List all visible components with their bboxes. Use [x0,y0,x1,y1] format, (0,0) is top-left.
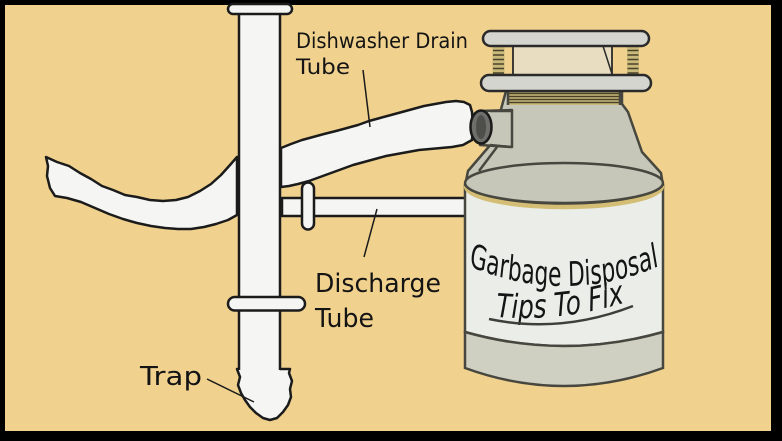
standpipe-top-flange [226,2,294,16]
label-discharge-line1: Discharge [315,269,441,299]
label-dishwasher-drain-line1: Dishwasher Drain [296,29,468,53]
label-trap: Trap [139,362,202,392]
label-dishwasher-drain-line2: Tube [295,55,350,79]
trap-bend [235,367,294,422]
disposal-rim-gasket [463,185,665,210]
neck-thread-lines [509,92,619,104]
dishwasher-drain-tube-left [44,155,239,231]
mount-bolt-left-threads [493,45,504,74]
disposal-neck-threads [508,91,620,105]
mount-bolt-right-threads [627,45,639,74]
inlet-spout-lines [478,109,512,172]
disposal-bottom-band [463,330,665,388]
discharge-tube-connector [300,181,316,231]
neck-side-edges [506,91,622,105]
disposal-top-ellipse [463,161,665,205]
mount-ring-lower [479,73,653,93]
dishwasher-inlet-bore [476,115,486,139]
sink-flange-seam [602,45,613,75]
mount-ring-upper [481,29,651,48]
leader-dishwasher-drain [362,69,371,128]
leader-discharge [363,208,378,258]
slip-nut-ring [226,295,307,312]
unit-subtitle-underline [488,304,634,326]
label-discharge-line2: Tube [314,304,374,334]
leader-trap [206,378,255,403]
standpipe [239,8,280,371]
sink-flange-block [512,43,613,77]
